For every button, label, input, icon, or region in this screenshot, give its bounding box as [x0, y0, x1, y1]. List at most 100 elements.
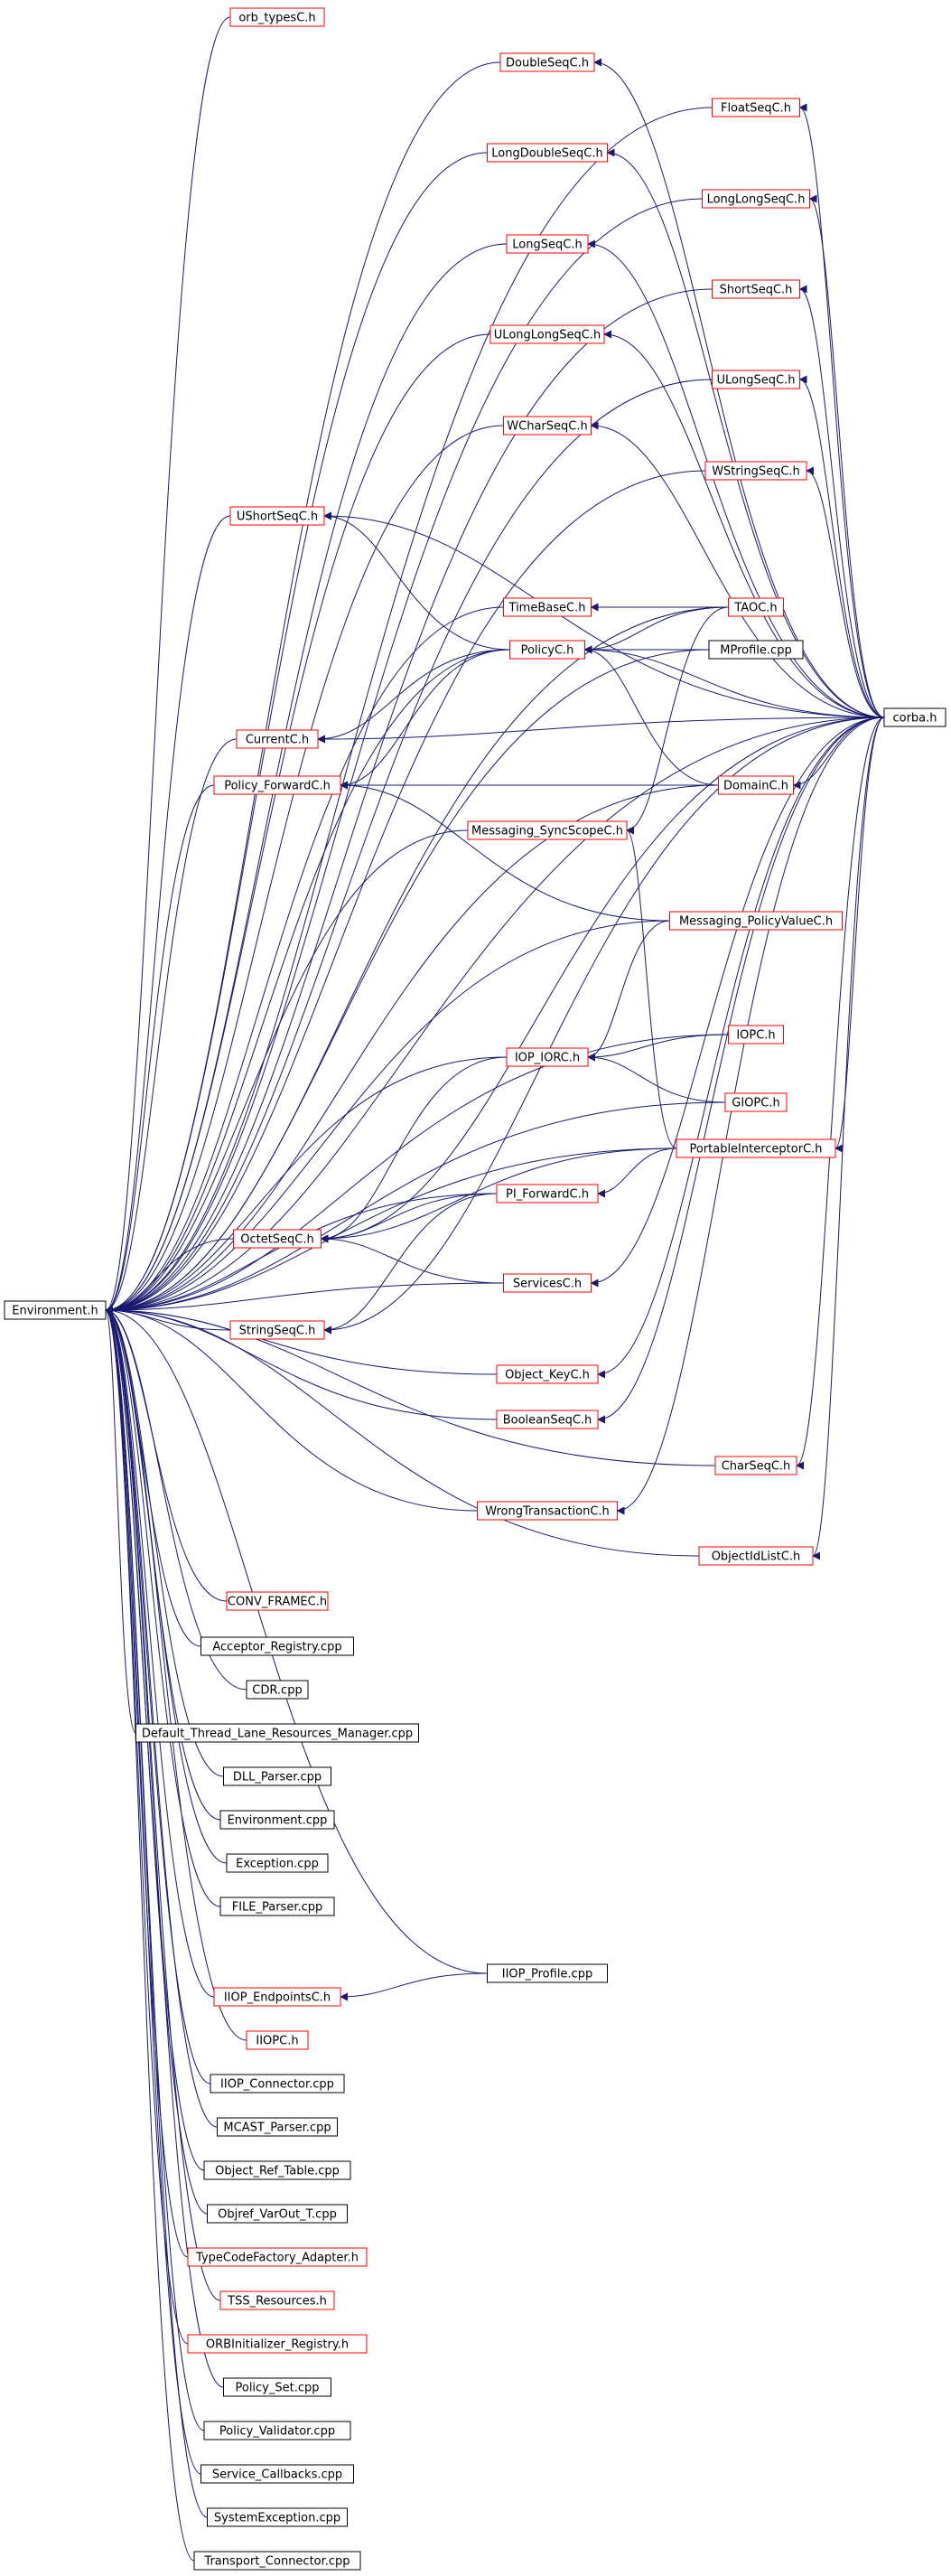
node-Service_Callbacks_cpp[interactable]: Service_Callbacks.cpp	[200, 2464, 354, 2484]
edge-PI_ForwardC_h-to-OctetSeqC_h	[320, 1193, 498, 1243]
node-orb_typesC_h[interactable]: orb_typesC.h	[229, 7, 325, 27]
node-box	[223, 1766, 331, 1786]
edge-corba_h-to-DoubleSeqC_h	[593, 58, 885, 718]
node-MCAST_Parser_cpp[interactable]: MCAST_Parser.cpp	[217, 2117, 338, 2137]
node-ORBInitializer_Registry_h[interactable]: ORBInitializer_Registry.h	[187, 2334, 368, 2354]
node-DomainC_h[interactable]: DomainC.h	[718, 775, 794, 795]
node-box	[708, 640, 804, 660]
node-CharSeqC_h[interactable]: CharSeqC.h	[714, 1456, 797, 1475]
edge-PortableInterceptorC_h-to-Messaging_SyncScopeC_h	[626, 826, 677, 1149]
node-Transport_Connector_cpp[interactable]: Transport_Connector.cpp	[193, 2551, 361, 2571]
node-box	[702, 189, 810, 209]
node-Policy_Validator_cpp[interactable]: Policy_Validator.cpp	[203, 2421, 351, 2440]
edge-corba_h-to-ULongSeqC_h	[798, 375, 885, 718]
node-Policy_ForwardC_h[interactable]: Policy_ForwardC.h	[213, 775, 341, 795]
node-Objref_VarOut_T_cpp[interactable]: Objref_VarOut_T.cpp	[207, 2204, 348, 2224]
node-Messaging_SyncScopeC_h[interactable]: Messaging_SyncScopeC.h	[467, 820, 628, 840]
node-WStringSeqC_h[interactable]: WStringSeqC.h	[704, 461, 807, 481]
node-WCharSeqC_h[interactable]: WCharSeqC.h	[503, 416, 592, 436]
node-Environment_cpp[interactable]: Environment.cpp	[219, 1810, 335, 1830]
node-IIOP_Connector_cpp[interactable]: IIOP_Connector.cpp	[210, 2074, 345, 2094]
node-box	[883, 707, 946, 727]
nodes-layer: Environment.h orb_typesC.hDoubleSeqC.hFlo…	[4, 7, 946, 2571]
node-box	[226, 1853, 329, 1873]
node-Object_KeyC_h[interactable]: Object_KeyC.h	[496, 1364, 599, 1384]
node-TypeCodeFactory_Adapter_h[interactable]: TypeCodeFactory_Adapter.h	[187, 2247, 368, 2267]
node-IIOPC_h[interactable]: IIOPC.h	[246, 2030, 309, 2050]
node-FILE_Parser_cpp[interactable]: FILE_Parser.cpp	[219, 1897, 335, 1916]
node-label: Policy_ForwardC.h	[224, 780, 331, 793]
node-box	[496, 1410, 599, 1429]
node-Messaging_PolicyValueC_h[interactable]: Messaging_PolicyValueC.h	[669, 911, 843, 931]
node-label: ORBInitializer_Registry.h	[206, 2338, 349, 2352]
node-ObjectIdListC_h[interactable]: ObjectIdListC.h	[698, 1546, 814, 1566]
node-box	[200, 1636, 354, 1656]
node-Acceptor_Registry_cpp[interactable]: Acceptor_Registry.cpp	[200, 1636, 354, 1656]
edge-FloatSeqC_h-to-environment_h	[105, 107, 713, 1315]
node-Object_Ref_Table_cpp[interactable]: Object_Ref_Table.cpp	[203, 2160, 351, 2180]
node-DLL_Parser_cpp[interactable]: DLL_Parser.cpp	[223, 1766, 331, 1786]
node-label: MCAST_Parser.cpp	[223, 2122, 331, 2135]
node-Exception_cpp[interactable]: Exception.cpp	[226, 1853, 329, 1873]
edge-GIOPC_h-to-environment_h	[105, 1101, 726, 1315]
node-box	[219, 2290, 335, 2310]
edge-corba_h-to-CurrentC_h	[317, 717, 885, 744]
node-OctetSeqC_h[interactable]: OctetSeqC.h	[233, 1229, 322, 1249]
node-PI_ForwardC_h[interactable]: PI_ForwardC.h	[496, 1184, 599, 1204]
node-CONV_FRAMEC_h[interactable]: CONV_FRAMEC.h	[226, 1591, 329, 1611]
node-box	[213, 775, 341, 795]
edge-MCAST_Parser_cpp-to-environment_h	[105, 1306, 218, 2128]
node-FloatSeqC_h[interactable]: FloatSeqC.h	[712, 98, 800, 117]
edge-Service_Callbacks_cpp-to-environment_h	[105, 1306, 201, 2475]
node-ServicesC_h[interactable]: ServicesC.h	[503, 1273, 592, 1293]
node-PolicyC_h[interactable]: PolicyC.h	[509, 640, 585, 660]
node-TAOC_h[interactable]: TAOC.h	[728, 597, 784, 617]
node-GIOPC_h[interactable]: GIOPC.h	[724, 1092, 788, 1112]
node-label: corba.h	[892, 712, 937, 726]
node-corba_h[interactable]: corba.h	[883, 707, 946, 727]
node-box	[676, 1138, 836, 1158]
node-LongLongSeqC_h[interactable]: LongLongSeqC.h	[702, 189, 810, 209]
node-PortableInterceptorC_h[interactable]: PortableInterceptorC.h	[676, 1138, 836, 1158]
edge-IOPC_h-to-environment_h	[105, 1034, 729, 1315]
node-label: Policy_Validator.cpp	[219, 2425, 335, 2439]
node-CurrentC_h[interactable]: CurrentC.h	[236, 729, 319, 749]
node-box	[718, 775, 794, 795]
node-ShortSeqC_h[interactable]: ShortSeqC.h	[712, 279, 800, 299]
node-ULongLongSeqC_h[interactable]: ULongLongSeqC.h	[489, 324, 605, 344]
node-ULongSeqC_h[interactable]: ULongSeqC.h	[712, 370, 800, 389]
node-IOPC_h[interactable]: IOPC.h	[728, 1025, 784, 1044]
node-box	[698, 1546, 814, 1566]
node-IIOP_EndpointsC_h[interactable]: IIOP_EndpointsC.h	[213, 1987, 341, 2007]
node-IIOP_Profile_cpp[interactable]: IIOP_Profile.cpp	[487, 1963, 608, 1983]
edge-corba_h-to-ObjectIdListC_h	[812, 717, 885, 1560]
node-MProfile_cpp[interactable]: MProfile.cpp	[708, 640, 804, 660]
node-label: GIOPC.h	[732, 1097, 779, 1110]
node-BooleanSeqC_h[interactable]: BooleanSeqC.h	[496, 1410, 599, 1429]
edge-ORBInitializer_Registry_h-to-environment_h	[105, 1306, 189, 2345]
edge-corba_h-to-WCharSeqC_h	[590, 421, 885, 718]
node-LongSeqC_h[interactable]: LongSeqC.h	[506, 234, 589, 254]
edge-MProfile_cpp-to-environment_h	[105, 649, 710, 1315]
node-SystemException_cpp[interactable]: SystemException.cpp	[207, 2507, 348, 2527]
node-LongDoubleSeqC_h[interactable]: LongDoubleSeqC.h	[487, 143, 608, 163]
node-label: WCharSeqC.h	[507, 420, 587, 434]
node-TSS_Resources_h[interactable]: TSS_Resources.h	[219, 2290, 335, 2310]
edges-layer	[105, 16, 885, 2562]
node-Policy_Set_cpp[interactable]: Policy_Set.cpp	[223, 2377, 331, 2397]
edge-IIOP_EndpointsC_h-to-environment_h	[105, 1306, 215, 1998]
node-CDR_cpp[interactable]: CDR.cpp	[246, 1680, 309, 1700]
node-box	[246, 1680, 309, 1700]
node-DoubleSeqC_h[interactable]: DoubleSeqC.h	[499, 52, 595, 72]
node-Default_Thread_Lane_Resources_Manager_cpp[interactable]: Default_Thread_Lane_Resources_Manager.cp…	[135, 1723, 419, 1743]
node-UShortSeqC_h[interactable]: UShortSeqC.h	[229, 506, 325, 526]
node-environment_h[interactable]: Environment.h	[4, 1300, 107, 1320]
node-IOP_IORC_h[interactable]: IOP_IORC.h	[506, 1047, 589, 1067]
node-TimeBaseC_h[interactable]: TimeBaseC.h	[503, 597, 592, 617]
edge-CDR_cpp-to-environment_h	[105, 1306, 247, 1691]
node-label: IOP_IORC.h	[515, 1052, 580, 1065]
node-WrongTransactionC_h[interactable]: WrongTransactionC.h	[477, 1501, 618, 1521]
node-StringSeqC_h[interactable]: StringSeqC.h	[229, 1320, 325, 1340]
node-label: SystemException.cpp	[214, 2512, 340, 2525]
edge-IIOP_Profile_cpp-to-IIOP_EndpointsC_h	[340, 1972, 488, 2001]
